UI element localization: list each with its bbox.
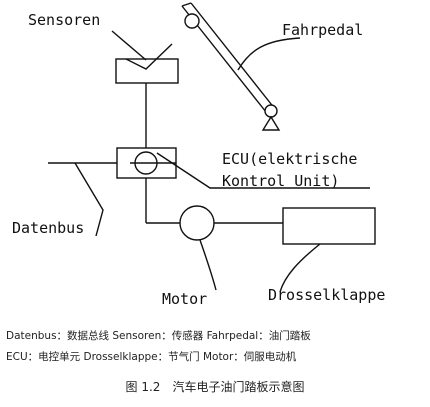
drosselklappe-leader bbox=[279, 243, 321, 293]
motor-label: Motor bbox=[162, 290, 207, 308]
ecu-label-line1: ECU(elektrische bbox=[222, 150, 357, 168]
drosselklappe-label: Drosselklappe bbox=[268, 286, 385, 304]
sensoren-label: Sensoren bbox=[28, 11, 100, 29]
ecu-leader bbox=[156, 152, 370, 189]
motor-leader bbox=[199, 239, 217, 291]
sensor-box bbox=[115, 58, 179, 84]
fahrpedal-leader bbox=[237, 37, 301, 71]
datenbus-leader bbox=[74, 162, 104, 237]
pedal-mount-triangle bbox=[261, 115, 281, 131]
sensor-link bbox=[125, 43, 173, 70]
pedal-bottom-pivot bbox=[264, 104, 278, 118]
ecu-label-line2: Kontrol Unit) bbox=[222, 172, 339, 190]
legend-line-2: ECU：电控单元 Drosselklappe：节气门 Motor：伺服电动机 bbox=[6, 350, 297, 363]
throttle-valve-box bbox=[282, 207, 376, 245]
pedal-top-pivot bbox=[184, 13, 200, 29]
accelerator-pedal bbox=[181, 2, 281, 131]
datenbus-label: Datenbus bbox=[12, 219, 84, 237]
figure-caption: 图 1.2 汽车电子油门踏板示意图 bbox=[126, 379, 305, 394]
fahrpedal-label: Fahrpedal bbox=[282, 21, 363, 39]
legend-line-1: Datenbus：数据总线 Sensoren：传感器 Fahrpedal：油门踏… bbox=[6, 329, 311, 342]
sensoren-leader bbox=[111, 30, 147, 61]
motor-circle bbox=[179, 205, 215, 241]
